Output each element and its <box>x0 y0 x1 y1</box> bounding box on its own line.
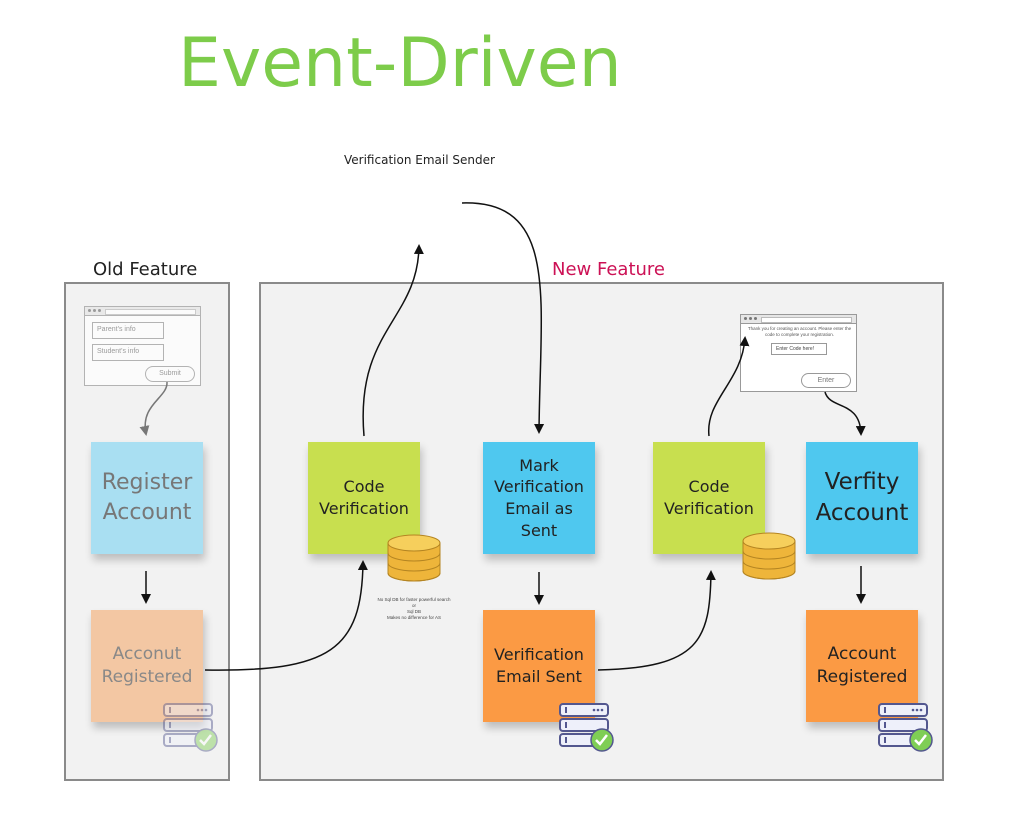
database-icon <box>742 532 796 580</box>
arrow-code-verification-2-to-form <box>708 336 750 437</box>
server-check-icon <box>877 702 934 753</box>
server-check-icon <box>162 702 219 753</box>
server-check-icon <box>558 702 615 753</box>
browser-window-icon <box>741 315 856 324</box>
parents-info-field[interactable]: Parent's info <box>92 322 164 339</box>
new-feature-label: New Feature <box>552 259 666 280</box>
code-verification-sticky-2: Code Verification <box>653 442 765 554</box>
verification-form-wireframe: Thank you for creating an account. Pleas… <box>740 314 857 392</box>
old-feature-label: Old Feature <box>93 259 198 280</box>
arrow-sent-to-code-verification-2 <box>597 570 716 671</box>
code-verification-sticky-1: Code Verification <box>308 442 420 554</box>
verfity-account-sticky: Verfity Account <box>806 442 918 554</box>
account-registered-sticky: Account Registered <box>806 610 918 722</box>
code-input[interactable]: Enter Code here! <box>771 343 827 355</box>
arrow-sender-to-mark-verification <box>461 202 545 434</box>
database-note: No Sql DB for faster powerful search or … <box>377 597 451 620</box>
mark-verification-sticky: Mark Verification Email as Sent <box>483 442 595 554</box>
register-account-sticky: Register Account <box>91 442 203 554</box>
database-icon <box>387 534 441 582</box>
arrow-form-to-verify <box>824 391 866 436</box>
arrow-form-to-register <box>139 381 168 436</box>
arrow-registered-to-code-verification <box>204 560 368 671</box>
submit-button[interactable]: Submit <box>145 366 195 382</box>
page-title: Event-Driven <box>178 24 622 103</box>
registration-form-wireframe: Parent's info Student's info Submit <box>84 306 201 386</box>
verification-message: Thank you for creating an account. Pleas… <box>747 326 852 337</box>
external-service-label: Verification Email Sender <box>344 153 495 167</box>
enter-button[interactable]: Enter <box>801 373 851 388</box>
arrow-code-verification-to-sender <box>362 244 424 437</box>
browser-window-icon <box>85 307 200 316</box>
students-info-field[interactable]: Student's info <box>92 344 164 361</box>
